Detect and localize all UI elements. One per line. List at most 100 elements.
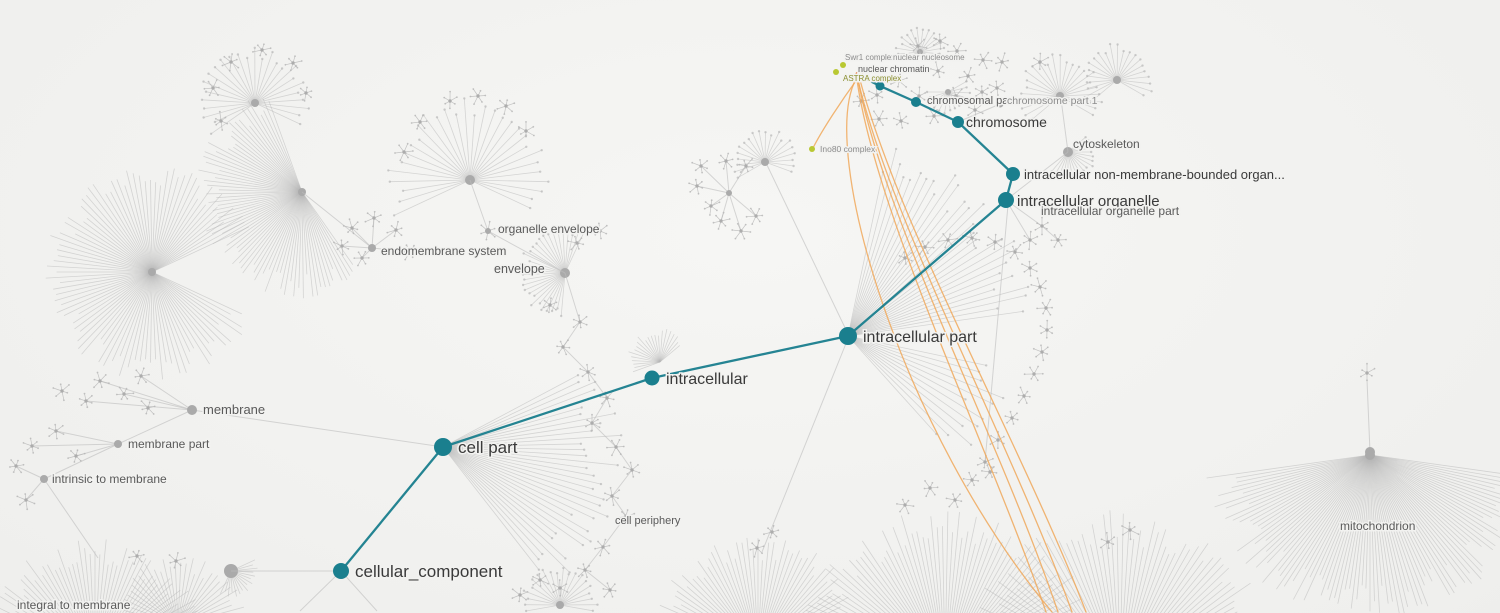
term-star-node[interactable] xyxy=(967,100,984,118)
term-dot-node[interactable] xyxy=(1365,447,1375,457)
term-label[interactable]: cellular_component xyxy=(354,561,505,583)
term-star-node[interactable] xyxy=(496,99,516,115)
term-star-node[interactable] xyxy=(988,80,1006,97)
term-star-node[interactable] xyxy=(1004,410,1019,425)
term-star-node[interactable] xyxy=(567,235,585,251)
cluster-hub-node[interactable] xyxy=(251,99,259,107)
term-star-node[interactable] xyxy=(909,37,928,54)
term-star-node[interactable] xyxy=(577,563,592,579)
term-star-node[interactable] xyxy=(618,509,636,526)
term-label[interactable]: membrane part xyxy=(127,436,212,453)
term-star-node[interactable] xyxy=(299,86,313,102)
term-star-node[interactable] xyxy=(572,314,588,329)
term-label[interactable]: envelope xyxy=(493,261,547,278)
cluster-hub-node[interactable] xyxy=(148,268,156,276)
term-star-node[interactable] xyxy=(932,33,949,50)
term-star-node[interactable] xyxy=(203,79,220,97)
term-star-node[interactable] xyxy=(594,538,611,557)
term-dot-node[interactable] xyxy=(114,440,122,448)
term-star-node[interactable] xyxy=(214,110,229,131)
term-label[interactable]: mitochondrion xyxy=(1339,518,1417,535)
term-star-node[interactable] xyxy=(962,471,980,487)
term-star-node[interactable] xyxy=(947,42,967,60)
term-dot-node[interactable] xyxy=(485,228,491,234)
node-selected-term-nuclear-chromatin[interactable] xyxy=(854,71,864,81)
node-intracellular-part[interactable] xyxy=(839,327,857,345)
term-label[interactable]: chromosomal part xyxy=(926,94,1017,109)
term-dot-node[interactable] xyxy=(996,100,1004,108)
term-star-node[interactable] xyxy=(78,392,93,409)
term-star-node[interactable] xyxy=(542,297,558,314)
term-star-node[interactable] xyxy=(718,152,734,170)
term-star-node[interactable] xyxy=(1021,260,1038,277)
term-label[interactable]: nuclear nucleosome xyxy=(892,52,967,64)
term-label[interactable]: intracellular non-membrane-bounded organ… xyxy=(1023,166,1287,184)
node-cell-part[interactable] xyxy=(434,438,452,456)
cluster-hub-node[interactable] xyxy=(1113,76,1121,84)
term-star-node[interactable] xyxy=(168,552,186,569)
term-star-node[interactable] xyxy=(1031,52,1050,70)
node-cellular-component[interactable] xyxy=(333,563,349,579)
term-star-node[interactable] xyxy=(738,158,754,174)
term-star-node[interactable] xyxy=(1036,298,1053,316)
term-star-node[interactable] xyxy=(599,390,615,408)
term-label[interactable]: intrinsic to membrane xyxy=(51,471,169,488)
term-star-node[interactable] xyxy=(986,233,1003,251)
term-star-node[interactable] xyxy=(585,413,601,432)
term-star-node[interactable] xyxy=(403,244,419,261)
term-label[interactable]: nuclear chromatin xyxy=(857,63,932,76)
term-star-node[interactable] xyxy=(604,486,621,506)
node-intracellular-organelle[interactable] xyxy=(998,192,1014,208)
term-star-node[interactable] xyxy=(469,88,487,105)
term-star-node[interactable] xyxy=(115,386,135,401)
term-star-node[interactable] xyxy=(252,43,272,57)
term-star-node[interactable] xyxy=(511,587,529,603)
term-star-node[interactable] xyxy=(1050,234,1067,248)
term-star-node[interactable] xyxy=(981,464,998,479)
term-star-node[interactable] xyxy=(606,439,625,457)
node-highlight-term-3[interactable] xyxy=(809,146,815,152)
term-label[interactable]: cytoskeleton xyxy=(1072,136,1142,153)
term-dot-node[interactable] xyxy=(368,244,376,252)
term-star-node[interactable] xyxy=(1032,344,1049,362)
term-star-node[interactable] xyxy=(16,493,36,511)
term-label[interactable]: endomembrane system xyxy=(380,243,508,260)
term-star-node[interactable] xyxy=(1039,319,1054,339)
cluster-hub-node[interactable] xyxy=(945,89,951,95)
node-chromosome[interactable] xyxy=(952,116,964,128)
term-star-node[interactable] xyxy=(1121,521,1140,541)
term-label[interactable]: intracellular xyxy=(665,370,750,390)
term-label[interactable]: intracellular organelle part xyxy=(1040,203,1182,220)
term-label[interactable]: membrane xyxy=(202,401,267,419)
term-star-node[interactable] xyxy=(221,53,240,72)
term-star-node[interactable] xyxy=(896,498,915,515)
term-star-node[interactable] xyxy=(929,61,945,79)
term-star-node[interactable] xyxy=(703,199,721,216)
term-star-node[interactable] xyxy=(532,572,550,587)
term-star-node[interactable] xyxy=(623,461,641,478)
term-star-node[interactable] xyxy=(868,84,884,104)
term-star-node[interactable] xyxy=(1030,277,1047,297)
term-star-node[interactable] xyxy=(552,579,569,597)
term-star-node[interactable] xyxy=(691,159,709,174)
term-label[interactable]: chromosome part 1 xyxy=(1006,94,1100,109)
term-star-node[interactable] xyxy=(140,400,156,415)
node-intracellular[interactable] xyxy=(644,370,660,386)
term-star-node[interactable] xyxy=(745,207,764,226)
term-star-node[interactable] xyxy=(590,222,608,240)
term-star-node[interactable] xyxy=(995,52,1009,72)
term-star-node[interactable] xyxy=(937,233,959,249)
node-chromosomal-part[interactable] xyxy=(911,97,921,107)
term-star-node[interactable] xyxy=(945,493,963,508)
term-star-node[interactable] xyxy=(67,449,86,463)
term-star-node[interactable] xyxy=(1360,362,1376,382)
term-star-node[interactable] xyxy=(364,210,382,228)
term-star-node[interactable] xyxy=(128,549,145,565)
term-label[interactable]: integral to membrane xyxy=(16,597,133,613)
term-label[interactable]: ASTRA complex xyxy=(842,73,903,85)
term-star-node[interactable] xyxy=(973,51,993,70)
term-star-node[interactable] xyxy=(410,114,428,130)
term-star-node[interactable] xyxy=(1017,386,1031,405)
term-dot-node[interactable] xyxy=(726,190,732,196)
term-star-node[interactable] xyxy=(923,480,939,498)
